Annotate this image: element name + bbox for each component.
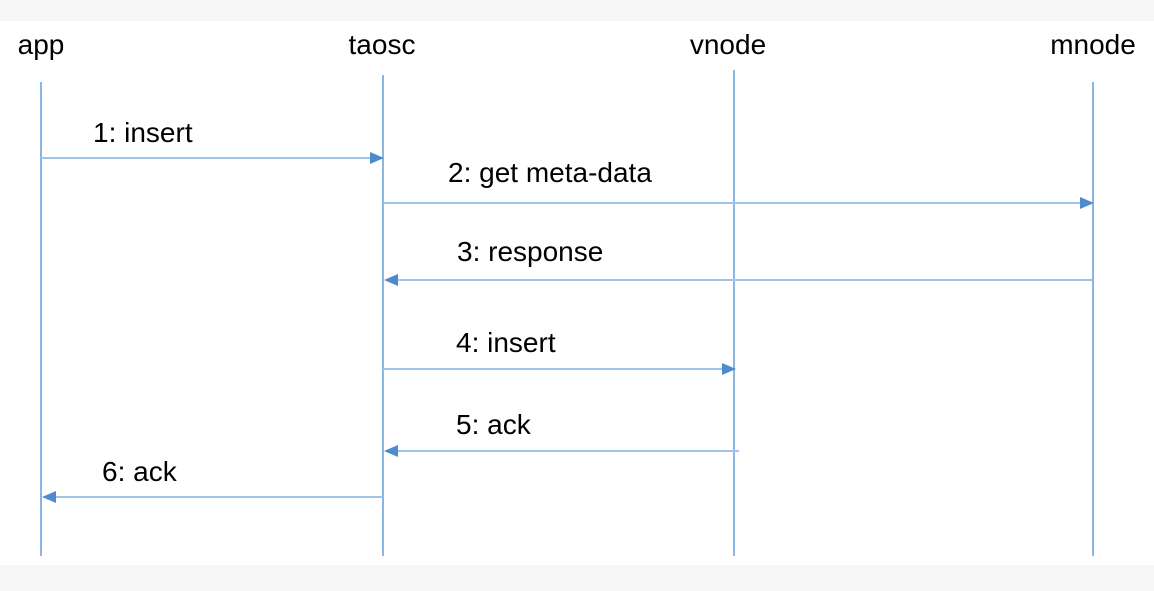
lifeline-vnode — [733, 70, 735, 556]
actor-label-app: app — [17, 29, 65, 60]
message-1-arrowhead — [370, 152, 384, 164]
actor-label-vnode: vnode — [689, 29, 767, 60]
message-3-label: 3: response — [457, 236, 604, 267]
message-2-arrowhead — [1080, 197, 1094, 209]
top-edge-strip — [0, 0, 1154, 21]
message-4-arrowhead — [722, 363, 736, 375]
message-4-line — [383, 368, 724, 370]
message-4-label: 4: insert — [456, 327, 556, 358]
message-1-line — [41, 157, 372, 159]
message-5-label: 5: ack — [456, 409, 531, 440]
message-6-line — [55, 496, 383, 498]
message-6-label: 6: ack — [102, 456, 177, 487]
message-1-label: 1: insert — [93, 117, 193, 148]
message-2-line — [383, 202, 1080, 204]
message-6-arrowhead — [42, 491, 56, 503]
actor-label-taosc: taosc — [348, 29, 416, 60]
message-3-arrowhead — [384, 274, 398, 286]
message-2-label: 2: get meta-data — [448, 157, 652, 188]
lifeline-mnode — [1092, 82, 1094, 556]
bottom-edge-strip — [0, 565, 1154, 591]
lifeline-app — [40, 82, 42, 556]
message-5-arrowhead — [384, 445, 398, 457]
message-3-line — [397, 279, 1092, 281]
message-5-line — [397, 450, 739, 452]
actor-label-mnode: mnode — [1050, 29, 1136, 60]
lifeline-taosc — [382, 75, 384, 556]
